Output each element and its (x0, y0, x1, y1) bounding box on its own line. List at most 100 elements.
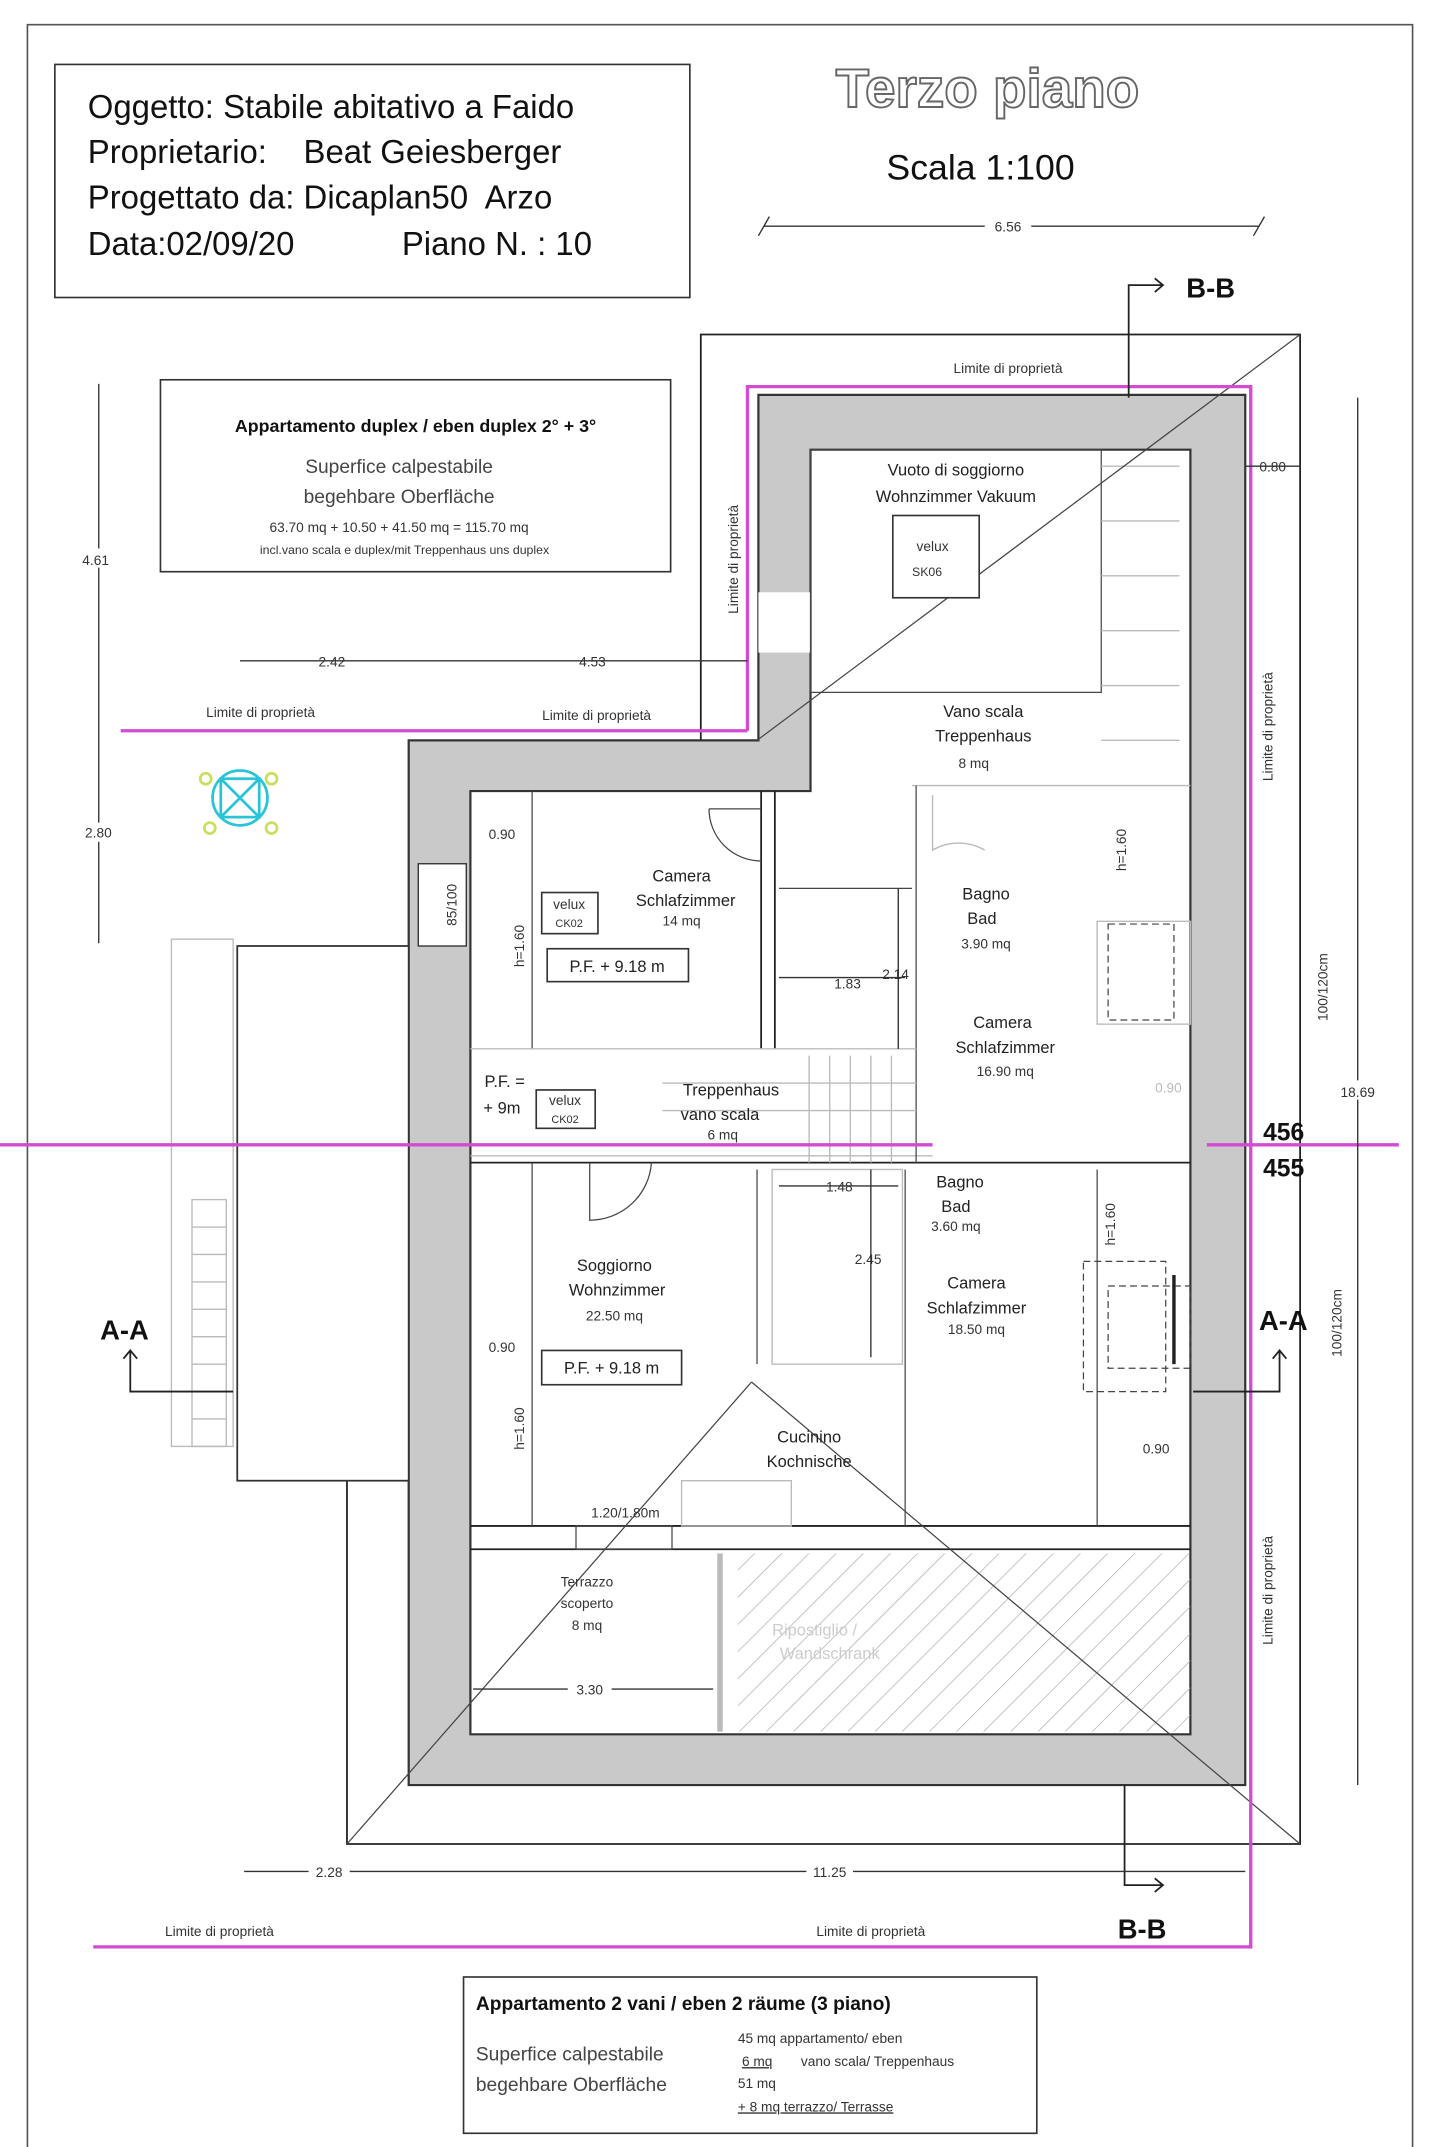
svg-text:CK02: CK02 (555, 918, 582, 930)
svg-text:2.80: 2.80 (85, 826, 112, 841)
room-treppenhaus: Treppenhaus (683, 1081, 779, 1099)
svg-text:4.61: 4.61 (82, 553, 109, 568)
floor-level-lower: P.F. + 9.18 m (540, 1349, 683, 1386)
svg-text:14 mq: 14 mq (663, 913, 701, 928)
level-455: 455 (1263, 1155, 1304, 1182)
level-456: 456 (1263, 1120, 1304, 1147)
room-camera-1850: Camera (947, 1275, 1006, 1293)
compass-icon (198, 769, 279, 835)
room-ripostiglio: Ripostiglio / (772, 1622, 857, 1640)
svg-text:A-A: A-A (1259, 1305, 1308, 1336)
svg-text:0.90: 0.90 (489, 827, 516, 842)
wall-opening (758, 592, 811, 653)
roof-diagonals (346, 334, 1301, 1845)
room-vano-scala: Vano scala (943, 703, 1024, 721)
window-85-100 (417, 863, 467, 947)
svg-text:+ 8 mq terrazzo/ Terrasse: + 8 mq terrazzo/ Terrasse (738, 2099, 894, 2114)
balcony (236, 945, 410, 1482)
floor-level-upper: P.F. + 9.18 m (546, 947, 690, 983)
velux-ck02-upper: velux CK02 (540, 891, 599, 935)
svg-text:85/100: 85/100 (445, 884, 460, 926)
svg-text:begehbare Oberfläche: begehbare Oberfläche (304, 487, 495, 508)
room-soggiorno: Soggiorno (577, 1257, 652, 1275)
svg-text:Wohnzimmer: Wohnzimmer (569, 1282, 666, 1300)
section-aa-right: A-A (1193, 1305, 1308, 1393)
svg-text:Superfice calpestabile: Superfice calpestabile (305, 457, 493, 478)
svg-text:18.50 mq: 18.50 mq (948, 1322, 1005, 1337)
svg-text:2.42: 2.42 (319, 654, 346, 669)
page-title: Terzo piano (836, 57, 1140, 119)
duplex-area-box: Appartamento duplex / eben duplex 2° + 3… (159, 378, 672, 573)
svg-text:Bad: Bad (967, 910, 996, 928)
svg-text:0.90: 0.90 (1155, 1081, 1182, 1096)
title-progettato: Progettato da: Dicaplan50 Arzo (88, 178, 552, 215)
svg-text:11.25: 11.25 (813, 1865, 847, 1880)
svg-text:Limite di proprietà: Limite di proprietà (1261, 1536, 1276, 1645)
svg-text:1.83: 1.83 (834, 976, 861, 991)
room-camera-1690: Camera (973, 1014, 1032, 1032)
exterior-walls (407, 393, 1247, 1787)
section-bb-bottom: B-B (1118, 1785, 1167, 1945)
svg-text:2.14: 2.14 (882, 967, 909, 982)
property-limit-labels: Limite di proprietà Limite di proprietà … (165, 361, 1276, 1939)
svg-text:100/120cm: 100/120cm (1316, 953, 1331, 1021)
svg-text:51 mq: 51 mq (738, 2076, 776, 2091)
svg-text:Schlafzimmer: Schlafzimmer (636, 892, 736, 910)
svg-text:Limite di proprietà: Limite di proprietà (206, 705, 315, 720)
svg-text:+ 9m: + 9m (483, 1099, 520, 1117)
velux-ck02-lower: velux CK02 (535, 1089, 597, 1130)
svg-text:h=1.60: h=1.60 (1114, 829, 1129, 872)
svg-text:Schlafzimmer: Schlafzimmer (955, 1039, 1055, 1057)
svg-text:CK02: CK02 (551, 1114, 578, 1126)
section-bb-top: B-B (1127, 273, 1235, 398)
svg-text:B-B: B-B (1186, 273, 1235, 304)
svg-text:45 mq appartamento/ eben: 45 mq appartamento/ eben (738, 2031, 903, 2046)
svg-text:0.80: 0.80 (1259, 460, 1286, 475)
summary-area-box: Appartamento 2 vani / eben 2 räume (3 pi… (462, 1976, 1038, 2135)
svg-text:18.69: 18.69 (1341, 1085, 1375, 1100)
svg-text:16.90 mq: 16.90 mq (977, 1064, 1034, 1079)
svg-text:A-A: A-A (100, 1314, 149, 1345)
svg-text:2.28: 2.28 (316, 1865, 343, 1880)
svg-text:1.20/1.80m: 1.20/1.80m (591, 1506, 660, 1521)
svg-text:Limite di proprietà: Limite di proprietà (954, 361, 1063, 376)
interior-walls (470, 449, 1192, 1551)
svg-text:h=1.60: h=1.60 (512, 924, 527, 967)
title-piano: Piano N. : 10 (402, 225, 592, 262)
svg-text:Schlafzimmer: Schlafzimmer (927, 1299, 1027, 1317)
title-proprietario: Proprietario: Beat Geiesberger (88, 133, 562, 170)
svg-text:velux: velux (553, 897, 585, 912)
svg-text:3.90 mq: 3.90 mq (961, 937, 1011, 952)
svg-text:4.53: 4.53 (579, 654, 606, 669)
svg-text:scoperto: scoperto (561, 1596, 614, 1611)
svg-text:P.F. + 9.18 m: P.F. + 9.18 m (564, 1360, 659, 1378)
svg-text:3.60 mq: 3.60 mq (931, 1219, 981, 1234)
svg-text:6 mq: 6 mq (708, 1127, 738, 1142)
scale-label: Scala 1:100 (886, 148, 1074, 188)
svg-text:h=1.60: h=1.60 (1103, 1203, 1118, 1246)
svg-text:vano scala: vano scala (681, 1106, 760, 1124)
property-lines (0, 384, 1399, 1949)
section-aa-left: A-A (100, 1314, 234, 1393)
svg-text:2.45: 2.45 (855, 1252, 882, 1267)
svg-text:Limite di proprietà: Limite di proprietà (542, 708, 651, 723)
svg-text:Appartamento 2 vani / eben 2 r: Appartamento 2 vani / eben 2 räume (3 pi… (476, 1994, 891, 2015)
title-data: Data:02/09/20 (88, 225, 295, 262)
svg-text:8 mq: 8 mq (572, 1618, 602, 1633)
room-bagno-360: Bagno (936, 1173, 984, 1191)
svg-text:22.50 mq: 22.50 mq (586, 1308, 643, 1323)
svg-text:Limite di proprietà: Limite di proprietà (816, 1924, 925, 1939)
dimensions: 4.61 2.80 2.42 4.53 0.80 18.69 100/120cm… (75, 383, 1377, 1880)
svg-text:B-B: B-B (1118, 1914, 1167, 1945)
room-terrazzo: Terrazzo (561, 1574, 614, 1589)
room-labels: Vuoto di soggiorno Wohnzimmer Vakuum Van… (561, 462, 1056, 1663)
svg-text:6.56: 6.56 (995, 220, 1022, 235)
svg-text:1.48: 1.48 (826, 1179, 853, 1194)
svg-text:Limite di proprietà: Limite di proprietà (1261, 672, 1276, 781)
title-block: Oggetto: Stabile abitativo a Faido Propr… (54, 63, 691, 299)
room-cucinino: Cucinino (777, 1428, 841, 1446)
room-bagno-390: Bagno (962, 885, 1010, 903)
roof-outline (346, 333, 1302, 1845)
svg-text:100/120cm: 100/120cm (1329, 1289, 1344, 1357)
